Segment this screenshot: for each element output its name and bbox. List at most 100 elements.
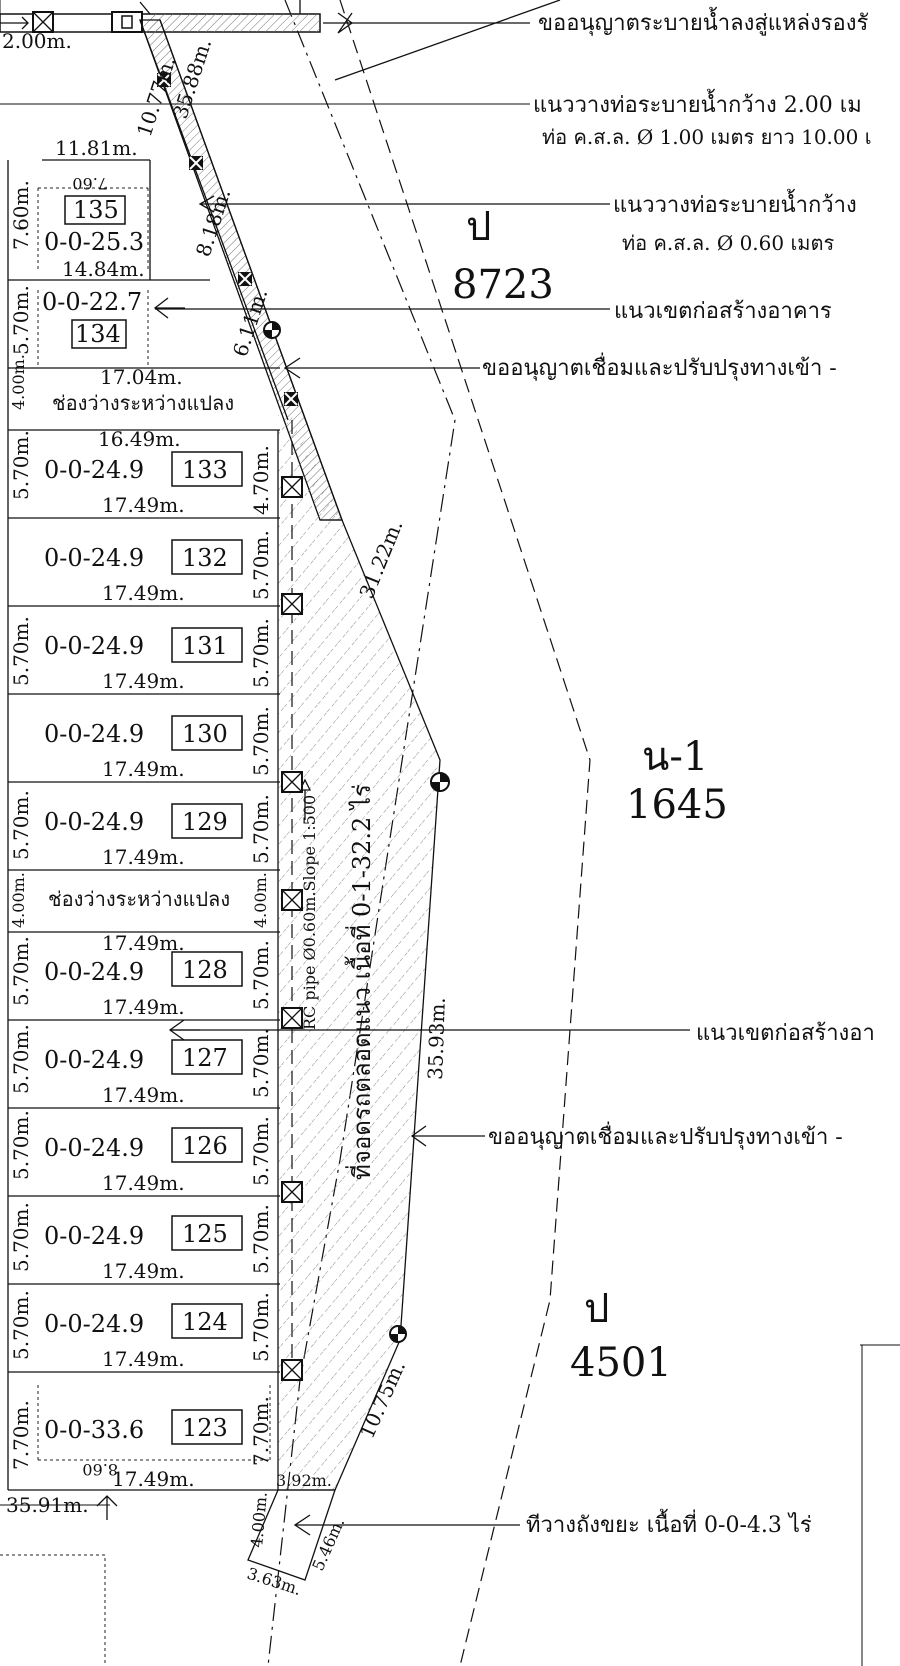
neighbor-prefix: ป [584,1286,609,1332]
dim-17-49: 17.49m. [102,493,185,517]
callout-access-2: ขออนุญาตเชื่อมและปรับปรุงทางเข้า - [488,1121,843,1150]
gap-strip-2: ช่องว่างระหว่างแปลง 4.00m. 4.00m. [9,872,270,928]
dim-17-49: 17.49m. [102,1347,185,1371]
dim-14-84: 14.84m. [62,257,145,281]
manhole-icon [281,1359,303,1381]
callout-pipe-200-line1: แนววางท่อระบายน้ำกว้าง 2.00 เม [533,89,862,118]
dim-5-70: 5.70m. [9,1110,33,1180]
neighbor-number: 4501 [570,1340,672,1386]
parcel-127[interactable]: 0-0-24.9 127 17.49m. 5.70m. 5.70m. [9,1019,273,1107]
dim-17-49: 17.49m. [102,995,185,1019]
parcel-131[interactable]: 0-0-24.9 131 17.49m. 5.70m. 5.70m. [9,616,273,693]
callout-pipe-060-line2: ท่อ ค.ส.ล. Ø 0.60 เมตร [622,231,834,255]
parcel-area: 0-0-24.9 [44,808,144,836]
parcel-number: 128 [182,956,228,984]
callout-pipe-060-line1: แนววางท่อระบายน้ำกว้าง [613,189,857,218]
dim-5-70: 5.70m. [9,790,33,860]
dim-7-60-inner: 7.60 [72,174,108,193]
pipe-note: RC pipe Ø0.60m.Slope 1:500 [300,795,319,1030]
parcel-132[interactable]: 0-0-24.9 132 17.49m. 5.70m. [44,530,273,605]
manhole-icon [281,889,303,911]
parcel-123[interactable]: 0-0-33.6 123 8.60 17.49m. 7.70m. 7.70m. [9,1396,273,1491]
callout-leaders [0,103,690,1536]
dim-17-49: 17.49m. [102,581,185,605]
manhole-icon [238,272,252,286]
dim-31-22: 31.22m. [354,516,407,602]
road-markers [281,476,303,1381]
gap-strip-1: 17.04m. ช่องว่างระหว่างแปลง 16.49m. 4.00… [9,354,234,451]
parcel-134[interactable]: 0-0-22.7 134 5.70m. [9,285,185,355]
dim-5-70: 5.70m. [249,940,273,1010]
dim-4-00: 4.00m. [9,872,28,928]
parcel-area: 0-0-24.9 [44,1046,144,1074]
parcel-number: 123 [182,1414,228,1442]
parcel-125[interactable]: 0-0-24.9 125 17.49m. 5.70m. 5.70m. [9,1202,273,1283]
callouts: ขออนุญาตระบายน้ำลงสู่แหล่งรองรั แนววางท่… [482,7,875,1538]
parcel-133[interactable]: 0-0-24.9 133 17.49m. 5.70m. 4.70m. [9,430,273,517]
parcel-number: 127 [182,1044,228,1072]
parcel-number: 125 [182,1220,228,1248]
dim-5-70: 5.70m. [9,1290,33,1360]
dim-4-70: 4.70m. [249,445,273,515]
dim-7-60: 7.60m. [9,180,33,250]
dim-5-70: 5.70m. [249,1292,273,1362]
manhole-icon [281,593,303,615]
callout-trash: ทีวางถังขยะ เนื้อที่ 0-0-4.3 ไร่ [526,1509,812,1538]
parcel-129[interactable]: 0-0-24.9 129 17.49m. 5.70m. 5.70m. [9,790,273,869]
dim-17-49: 17.49m. [102,669,185,693]
dim-17-04: 17.04m. [100,365,183,389]
dim-7-70: 7.70m. [249,1396,273,1466]
parcel-number: 130 [182,720,228,748]
manhole-icon [281,771,303,793]
dim-5-70: 5.70m. [249,530,273,600]
dim-16-49: 16.49m. [98,427,181,451]
dim-5-70: 5.70m. [249,706,273,776]
parcel-area: 0-0-33.6 [44,1416,144,1444]
parcel-135[interactable]: 11.81m. 7.60 135 0-0-25.3 14.84m. 7.60m. [9,136,145,281]
dim-5-70: 5.70m. [9,936,33,1006]
dim-5-70: 5.70m. [249,1204,273,1274]
top-drain-bar: 2.00m. [0,0,530,53]
dim-3-92: 3.92m. [276,1471,332,1490]
parcel-area: 0-0-24.9 [44,720,144,748]
dim-4-00: 4.00m. [247,1491,271,1548]
gap-label: ช่องว่างระหว่างแปลง [52,391,234,415]
dim-35-93: 35.93m. [423,997,450,1080]
parcel-area: 0-0-24.9 [44,544,144,572]
parcel-area: 0-0-24.9 [44,632,144,660]
gap-label: ช่องว่างระหว่างแปลง [48,887,230,911]
parcel-frame [7,159,335,1491]
dim-4-00: 4.00m. [9,354,28,410]
parcel-130[interactable]: 0-0-24.9 130 17.49m. 5.70m. [44,706,273,781]
parcel-number: 135 [73,196,119,224]
neighbor-1645: น-1 1645 [626,734,728,828]
neighbor-number: 8723 [452,262,554,308]
parcel-124[interactable]: 0-0-24.9 124 17.49m. 5.70m. 5.70m. [9,1290,273,1371]
manhole-icon [157,73,171,87]
dim-5-70: 5.70m. [9,616,33,686]
top-dim-label: 2.00m. [2,29,72,53]
parcel-128[interactable]: 17.49m. 0-0-24.9 128 17.49m. 5.70m. 5.70… [9,931,273,1019]
parcel-number: 133 [182,456,228,484]
trash-area[interactable]: 4.00m. 5.46m. 3.63m. [245,1489,349,1599]
bottom-dims: 35.91m. 3.92m. [6,1471,332,1520]
dim-5-70: 5.70m. [249,1028,273,1098]
parking-area: 31.22m. 35.93m. 10.75m. ที่จอดรถตลอดแนว … [278,415,450,1491]
dim-35-91: 35.91m. [6,1493,89,1517]
dim-17-49: 17.49m. [102,845,185,869]
parcel-number: 124 [182,1308,228,1336]
parcel-number: 126 [182,1132,228,1160]
manhole-icon [189,156,203,170]
parcel-number: 134 [75,320,121,348]
dim-5-70: 5.70m. [9,430,33,500]
parcel-126[interactable]: 0-0-24.9 126 17.49m. 5.70m. 5.70m. [9,1110,273,1195]
neighbor-prefix: ป [466,204,491,250]
manhole-icon [284,392,298,406]
callout-drain-permit: ขออนุญาตระบายน้ำลงสู่แหล่งรองรั [538,7,868,36]
dim-17-49: 17.49m. [102,931,185,955]
dim-17-49: 17.49m. [102,1171,185,1195]
parcel-number: 131 [182,632,228,660]
parcel-area: 0-0-25.3 [44,228,144,256]
dim-5-70: 5.70m. [249,1116,273,1186]
